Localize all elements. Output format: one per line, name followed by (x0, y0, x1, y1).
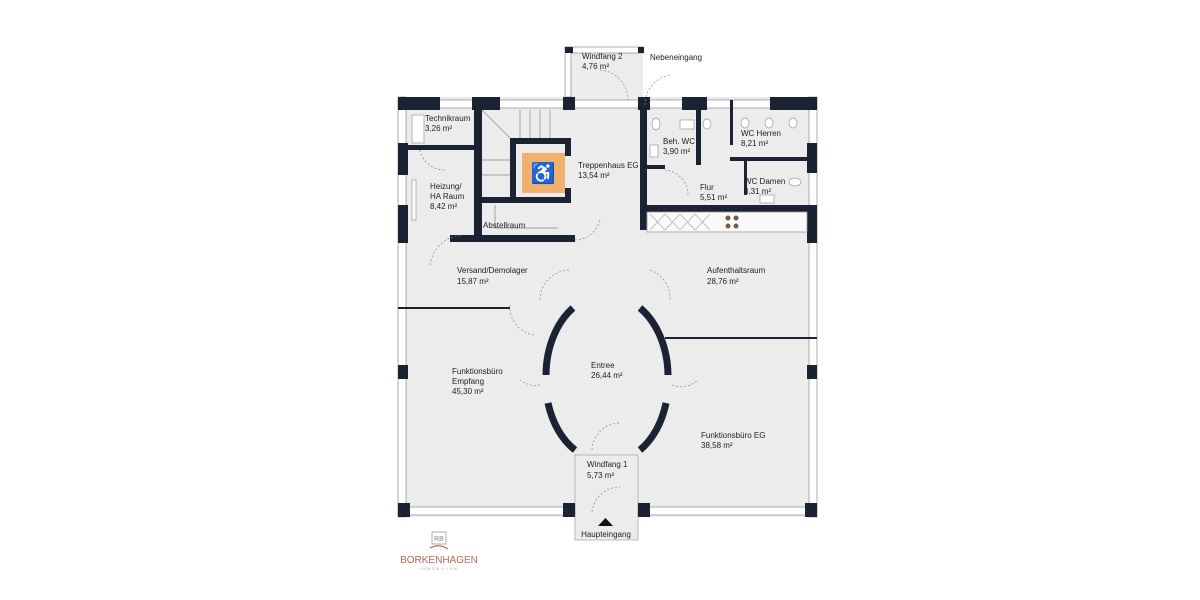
svg-text:28,76 m²: 28,76 m² (707, 277, 739, 286)
stove-icon (725, 215, 739, 229)
room-label-windfang-1: Windfang 1 5,73 m² (587, 460, 628, 480)
svg-text:Empfang: Empfang (452, 377, 484, 386)
svg-text:5,73 m²: 5,73 m² (587, 471, 614, 480)
room-label-aufenthaltsraum: Aufenthaltsraum 28,76 m² (707, 266, 766, 286)
svg-text:WC Herren: WC Herren (741, 129, 781, 138)
svg-text:26,44 m²: 26,44 m² (591, 371, 623, 380)
entree-walls (542, 305, 672, 453)
room-label-heizung: Heizung/ HA Raum 8,42 m² (430, 182, 465, 211)
wheelchair-icon: ♿ (531, 161, 556, 185)
sanitary-fixtures (411, 114, 802, 221)
svg-text:BORKENHAGEN: BORKENHAGEN (400, 555, 478, 566)
kitchen-cabinets (649, 213, 711, 231)
svg-text:Beh. WC: Beh. WC (663, 137, 695, 146)
room-label-technikraum: Technikraum 3,26 m² (425, 114, 471, 133)
svg-text:15,87 m²: 15,87 m² (457, 277, 489, 286)
borkenhagen-logo: RB BORKENHAGEN IMMOBILIEN (400, 531, 478, 571)
svg-text:38,58 m²: 38,58 m² (701, 441, 733, 450)
svg-text:Versand/Demolager: Versand/Demolager (457, 266, 528, 275)
svg-text:Windfang 1: Windfang 1 (587, 460, 628, 469)
svg-text:WC Damen: WC Damen (744, 177, 785, 186)
svg-text:Entree: Entree (591, 361, 615, 370)
svg-text:Funktionsbüro EG: Funktionsbüro EG (701, 431, 765, 440)
nebeneingang-label: Nebeneingang (650, 53, 702, 62)
svg-text:8,42 m²: 8,42 m² (430, 202, 457, 211)
room-label-wc-herren: WC Herren 8,21 m² (741, 129, 781, 148)
room-label-wc-damen: WC Damen 3,31 m² (744, 177, 785, 196)
svg-text:Funktionsbüro: Funktionsbüro (452, 367, 503, 376)
svg-text:5,51 m²: 5,51 m² (700, 193, 727, 202)
room-label-versand: Versand/Demolager 15,87 m² (457, 266, 528, 286)
room-label-treppenhaus: Treppenhaus EG 13,54 m² (578, 161, 639, 180)
windfang-2-floor (565, 47, 643, 102)
elevator (522, 153, 565, 193)
room-label-funktionsbuero-eg: Funktionsbüro EG 38,58 m² (701, 431, 765, 450)
svg-text:3,90 m²: 3,90 m² (663, 147, 690, 156)
room-label-entree: Entree 26,44 m² (591, 361, 623, 380)
door-swings (419, 69, 699, 513)
kitchen-counter (646, 211, 808, 233)
svg-text:3,26 m²: 3,26 m² (425, 124, 452, 133)
room-label-funktionsbuero-empfang: Funktionsbüro Empfang 45,30 m² (452, 367, 503, 396)
svg-text:Treppenhaus EG: Treppenhaus EG (578, 161, 639, 170)
svg-text:IMMOBILIEN: IMMOBILIEN (420, 566, 459, 571)
svg-text:13,54 m²: 13,54 m² (578, 171, 610, 180)
room-label-beh-wc: Beh. WC 3,90 m² (663, 137, 695, 156)
room-label-windfang-2: Windfang 2 4,76 m² (582, 52, 623, 71)
room-label-abstellraum: Abstellraum (483, 221, 526, 230)
svg-text:Windfang 2: Windfang 2 (582, 52, 623, 61)
svg-text:8,21 m²: 8,21 m² (741, 139, 768, 148)
svg-text:4,76 m²: 4,76 m² (582, 62, 609, 71)
staircase (481, 109, 558, 229)
svg-text:45,30 m²: 45,30 m² (452, 387, 484, 396)
svg-text:Heizung/: Heizung/ (430, 182, 462, 191)
svg-text:HA Raum: HA Raum (430, 192, 465, 201)
svg-text:RB: RB (434, 536, 444, 543)
walls (398, 47, 817, 517)
room-label-flur: Flur 5,51 m² (700, 183, 727, 202)
svg-text:Aufenthaltsraum: Aufenthaltsraum (707, 266, 766, 275)
svg-text:Technikraum: Technikraum (425, 114, 471, 123)
haupteingang-label: Haupteingang (581, 530, 631, 539)
svg-text:3,31 m²: 3,31 m² (744, 187, 771, 196)
triangle-up-icon (598, 518, 613, 526)
svg-text:Flur: Flur (700, 183, 714, 192)
